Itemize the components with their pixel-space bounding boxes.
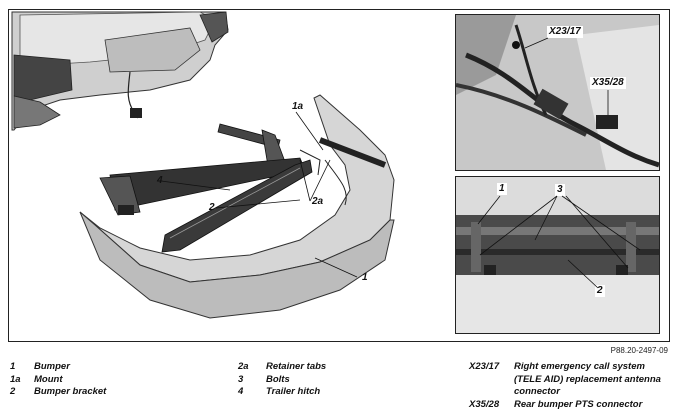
legend-code: 3 bbox=[238, 373, 244, 385]
legend-code: 4 bbox=[238, 386, 244, 397]
legend-item: 1 Bumper bbox=[10, 361, 106, 374]
legend-code: X23/17 bbox=[469, 361, 500, 372]
legend-column-1: 1 Bumper 1a Mount 2 Bumper bracket bbox=[10, 361, 106, 399]
legend-desc: Mount bbox=[34, 373, 63, 385]
callout-bottom-2: 2 bbox=[595, 285, 605, 297]
legend-desc: Retainer tabs bbox=[266, 361, 327, 372]
bumper bbox=[79, 94, 395, 319]
legend-desc: Rear bumper PTS connector bbox=[514, 398, 643, 410]
callout-2: 2 bbox=[209, 202, 215, 213]
inset-photo-connectors bbox=[455, 14, 660, 171]
callout-x2317: X23/17 bbox=[547, 26, 583, 38]
legend-desc: Trailer hitch bbox=[266, 386, 321, 397]
legend-desc: Right emergency call system (TELE AID) r… bbox=[514, 361, 661, 397]
legend-desc: Bumper bracket bbox=[34, 386, 107, 397]
callout-bottom-3: 3 bbox=[555, 184, 565, 196]
callout-bottom-1: 1 bbox=[497, 183, 507, 195]
figure-reference-number: P88.20-2497-09 bbox=[610, 346, 668, 355]
callout-x3528: X35/28 bbox=[590, 77, 626, 89]
legend-item: 4 Trailer hitch bbox=[238, 386, 326, 399]
legend-code: 1 bbox=[10, 361, 16, 372]
connector-photo-illustration bbox=[455, 15, 660, 170]
legend-desc: Bolts bbox=[266, 373, 290, 385]
legend-column-2: 2a Retainer tabs 3 Bolts 4 Trailer hitch bbox=[238, 361, 326, 399]
car-rear-body bbox=[11, 11, 229, 131]
callout-4: 4 bbox=[157, 175, 163, 186]
legend-item: 3 Bolts bbox=[238, 374, 326, 387]
legend-desc: Bumper bbox=[34, 361, 70, 372]
legend-item: 2a Retainer tabs bbox=[238, 361, 326, 374]
legend-code: 2a bbox=[238, 361, 249, 372]
legend-item: X35/28 Rear bumper PTS connector bbox=[469, 399, 664, 412]
callout-1: 1 bbox=[362, 272, 368, 283]
legend-item: 2 Bumper bracket bbox=[10, 386, 106, 399]
inset-photo-bolts bbox=[455, 176, 660, 334]
legend-code: X35/28 bbox=[469, 398, 500, 410]
callout-1a: 1a bbox=[292, 101, 304, 112]
legend-code: 1a bbox=[10, 373, 21, 385]
legend-item: X23/17 Right emergency call system (TELE… bbox=[469, 361, 664, 399]
trailer-hitch bbox=[99, 123, 306, 216]
legend-item: 1a Mount bbox=[10, 374, 106, 387]
legend-code: 2 bbox=[10, 386, 16, 397]
legend-column-3: X23/17 Right emergency call system (TELE… bbox=[469, 361, 664, 411]
callout-2a: 2a bbox=[312, 196, 324, 207]
leader-lines bbox=[160, 111, 358, 278]
